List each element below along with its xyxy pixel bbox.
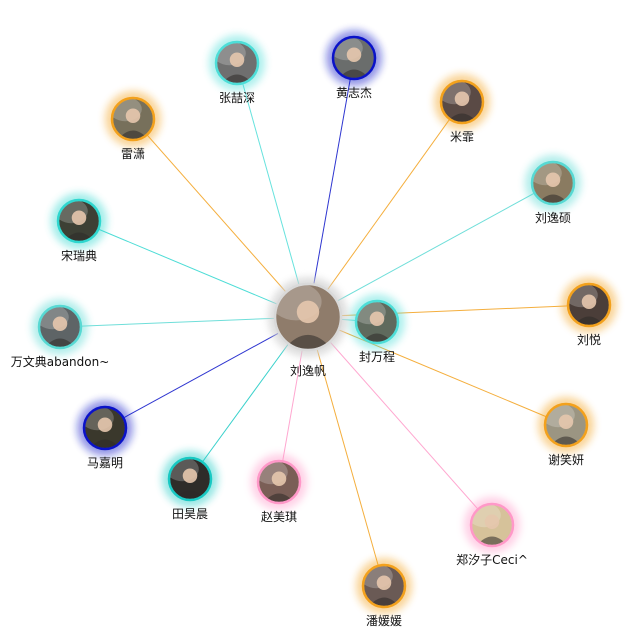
- node-label-mixiao: 米霏: [450, 130, 474, 144]
- edge-mixiao: [307, 101, 463, 318]
- node-label-leixiao: 雷潇: [121, 147, 145, 161]
- edge-huangzhijie: [307, 57, 355, 318]
- edge-songruidian: [78, 220, 309, 318]
- node-liuyishuo-avatar-ring: [530, 160, 576, 206]
- node-zhaomeiqi[interactable]: 赵美琪: [251, 454, 307, 524]
- node-fengwancheng-avatar-ring: [354, 299, 400, 345]
- node-zhangzheshen-avatar-ring: [214, 40, 260, 86]
- node-mixiao[interactable]: 米霏: [434, 74, 490, 144]
- node-tianhaochen-avatar-photo: [170, 459, 210, 499]
- node-songruidian-avatar-ring: [56, 198, 102, 244]
- node-tianhaochen-avatar-ring: [167, 456, 213, 502]
- edge-zhangzheshen: [236, 62, 309, 318]
- node-huangzhijie-avatar-photo: [334, 38, 374, 78]
- node-label-liuyue: 刘悦: [577, 333, 601, 347]
- node-liuyishuo[interactable]: 刘逸硕: [525, 155, 581, 225]
- node-center-avatar-ring: [273, 282, 343, 352]
- node-leixiao[interactable]: 雷潇: [105, 91, 161, 161]
- node-xiexiaoyan[interactable]: 谢笑妍: [538, 397, 594, 467]
- node-wanwendian[interactable]: 万文典abandon~: [11, 299, 110, 369]
- edge-xiexiaoyan: [307, 316, 567, 426]
- node-panyuanyuan-avatar-ring: [361, 563, 407, 609]
- node-zhengxizi-avatar-ring: [469, 502, 515, 548]
- node-label-fengwancheng: 封万程: [359, 349, 395, 364]
- node-label-zhangzheshen: 张喆深: [219, 91, 255, 105]
- node-xiexiaoyan-avatar-photo: [546, 405, 586, 445]
- node-label-songruidian: 宋瑞典: [61, 248, 97, 263]
- node-majiaming[interactable]: 马嘉明: [77, 400, 133, 470]
- node-songruidian[interactable]: 宋瑞典: [51, 193, 107, 263]
- node-liuyue[interactable]: 刘悦: [561, 277, 617, 347]
- node-label-huangzhijie: 黄志杰: [336, 86, 372, 100]
- node-zhaomeiqi-avatar-ring: [256, 459, 302, 505]
- node-label-panyuanyuan: 潘媛媛: [366, 614, 402, 628]
- node-label-tianhaochen: 田昊晨: [172, 507, 208, 521]
- node-wanwendian-avatar-photo: [40, 307, 80, 347]
- edge-zhengxizi: [307, 316, 493, 526]
- node-wanwendian-avatar-ring: [37, 304, 83, 350]
- node-zhengxizi-avatar-photo: [472, 505, 512, 545]
- edge-panyuanyuan: [307, 316, 385, 587]
- node-tianhaochen[interactable]: 田昊晨: [162, 451, 218, 521]
- node-xiexiaoyan-avatar-ring: [543, 402, 589, 448]
- node-label-wanwendian: 万文典abandon~: [11, 354, 110, 369]
- node-huangzhijie-avatar-ring: [331, 35, 377, 81]
- node-zhengxizi[interactable]: 郑汐子Ceci^: [456, 497, 528, 567]
- node-liuyue-avatar-ring: [566, 282, 612, 328]
- node-label-liuyishuo: 刘逸硕: [535, 211, 571, 225]
- node-panyuanyuan[interactable]: 潘媛媛: [356, 558, 412, 628]
- edge-wanwendian: [59, 316, 309, 328]
- node-mixiao-avatar-ring: [439, 79, 485, 125]
- edge-liuyishuo: [307, 182, 554, 318]
- node-leixiao-avatar-ring: [110, 96, 156, 142]
- node-fengwancheng[interactable]: 封万程: [349, 294, 405, 364]
- node-label-zhengxizi: 郑汐子Ceci^: [456, 552, 528, 567]
- edge-leixiao: [132, 118, 309, 318]
- node-label-center: 刘逸帆: [290, 363, 326, 378]
- node-huangzhijie[interactable]: 黄志杰: [326, 30, 382, 100]
- node-center[interactable]: 刘逸帆: [268, 277, 348, 378]
- node-label-majiaming: 马嘉明: [87, 456, 123, 470]
- node-majiaming-avatar-ring: [82, 405, 128, 451]
- node-label-xiexiaoyan: 谢笑妍: [548, 452, 584, 467]
- node-label-zhaomeiqi: 赵美琪: [261, 510, 297, 524]
- node-zhangzheshen[interactable]: 张喆深: [209, 35, 265, 105]
